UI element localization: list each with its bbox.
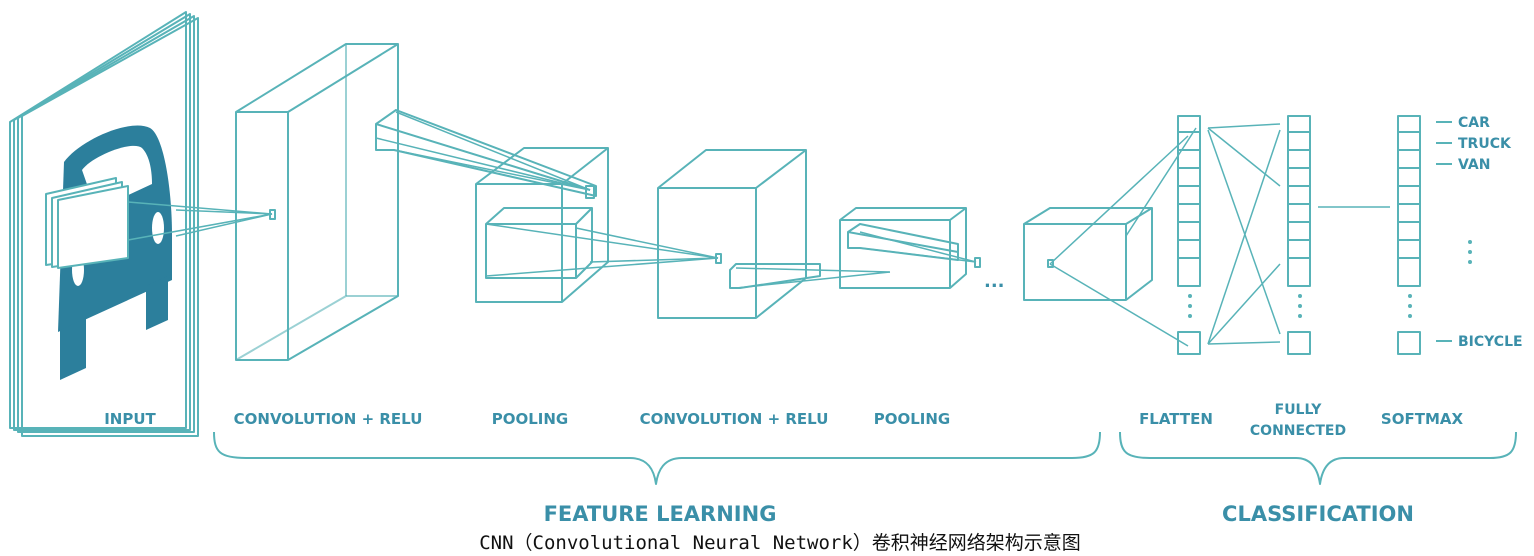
conv1-volume [235,43,597,361]
group-feature-learning: FEATURE LEARNING [544,502,777,526]
label-input: INPUT [104,410,156,428]
label-connected: CONNECTED [1250,423,1346,439]
feature-learning-brace [213,431,1101,485]
network-ellipsis: ... [984,271,1005,292]
figure-caption: CNN（Convolutional Neural Network）卷积神经网络架… [479,532,1081,554]
label-pool1: POOLING [492,410,569,428]
final-feature-volume [1023,207,1153,301]
output-label-car: CAR [1458,115,1490,131]
conv2-volume [657,149,821,319]
label-softmax: SOFTMAX [1381,410,1464,428]
output-label-bicycle: BICYCLE [1458,334,1523,350]
output-label-truck: TRUCK [1458,136,1512,152]
group-classification: CLASSIFICATION [1222,502,1414,526]
dense-connections [1207,123,1390,345]
flatten-column [1177,115,1201,355]
label-pool2: POOLING [874,410,951,428]
projection-lines [127,111,1197,347]
label-conv2: CONVOLUTION + RELU [640,410,829,428]
label-fully: FULLY [1275,402,1323,418]
classification-brace [1119,431,1517,485]
output-label-van: VAN [1458,157,1490,173]
label-conv1: CONVOLUTION + RELU [234,410,423,428]
fully-connected-column [1287,115,1311,355]
label-flatten: FLATTEN [1139,410,1213,428]
input-image [9,11,199,437]
ellipsis-dots [1188,240,1472,318]
output-dashes [1436,121,1452,342]
softmax-column [1397,115,1421,355]
